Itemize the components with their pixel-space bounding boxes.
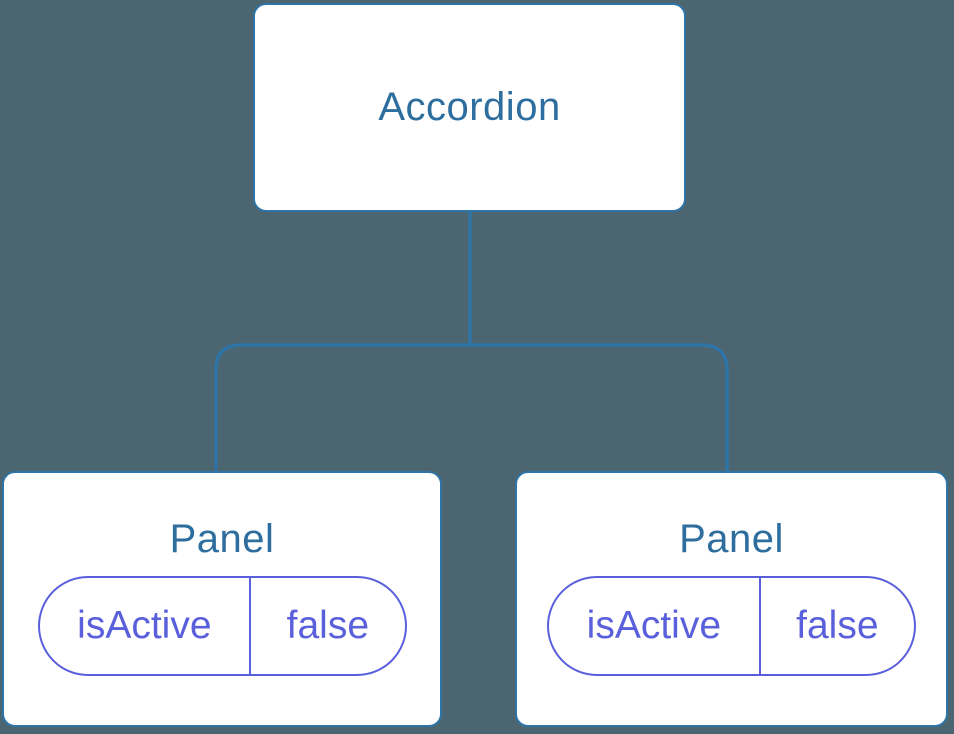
state-key-cell: isActive <box>40 578 252 674</box>
state-value-cell: false <box>286 604 370 647</box>
state-pill: isActive false <box>547 576 916 676</box>
state-pill: isActive false <box>37 576 407 676</box>
children-bracket-line <box>214 343 729 473</box>
accordion-node-label: Accordion <box>378 85 561 129</box>
panel-node-label: Panel <box>679 517 784 561</box>
state-key-cell: isActive <box>549 578 761 674</box>
state-value-cell: false <box>796 604 879 647</box>
panel-node: Panel isActive false <box>2 471 442 727</box>
panel-node-label: Panel <box>169 517 275 561</box>
panel-node: Panel isActive false <box>515 471 948 727</box>
accordion-node: Accordion <box>253 3 686 212</box>
